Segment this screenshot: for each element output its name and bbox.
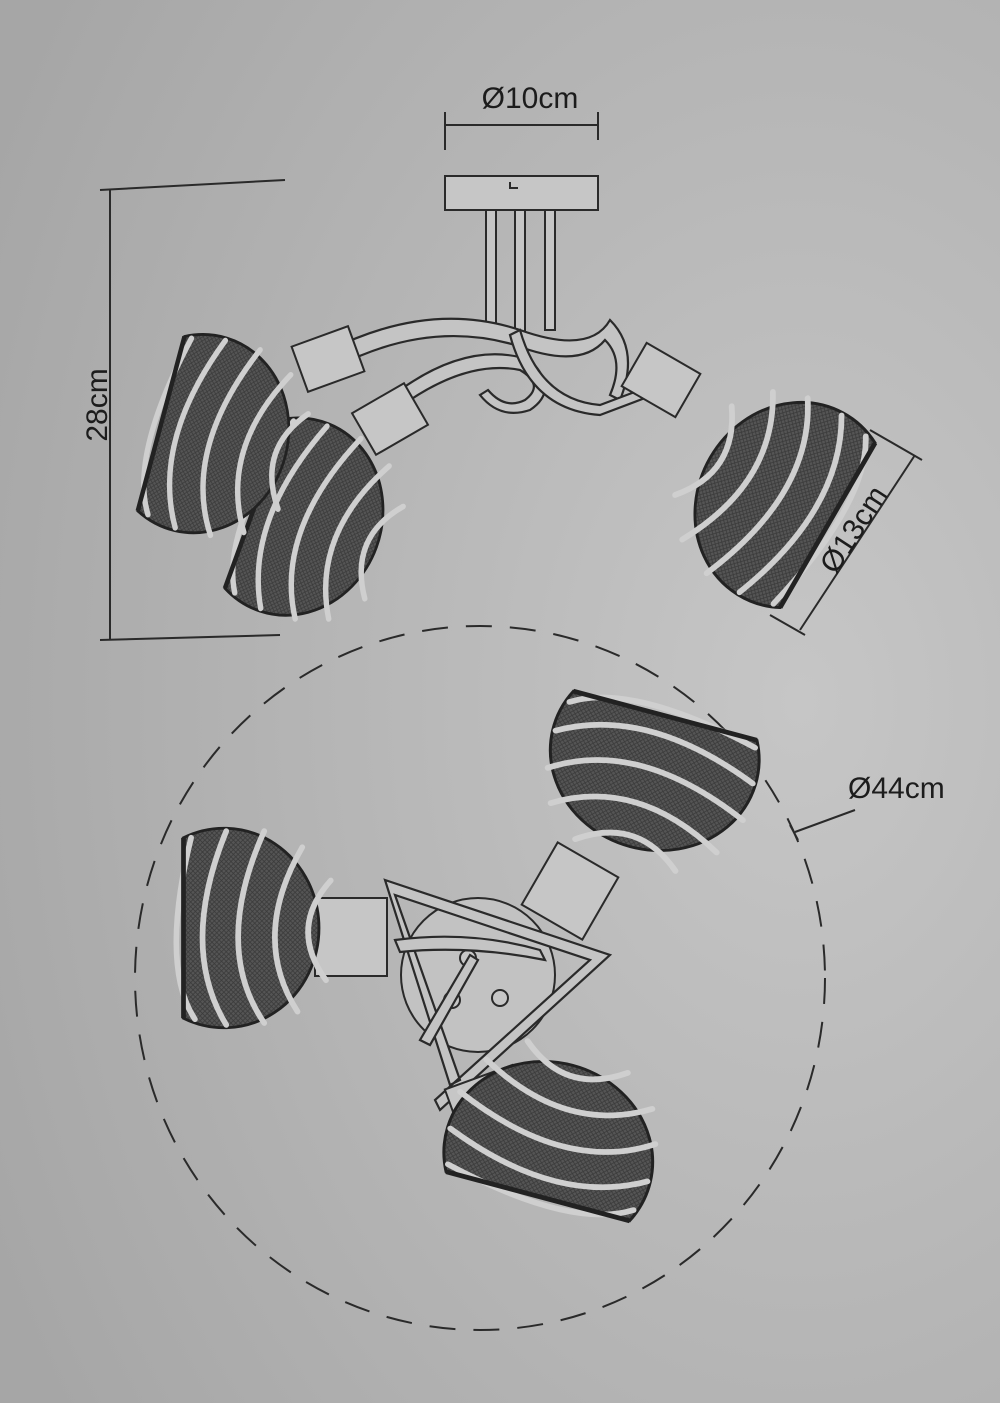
canopy-diameter-label: Ø10cm (482, 82, 579, 115)
height-label: 28cm (81, 368, 114, 441)
arm (393, 935, 547, 962)
overall-diameter-label: Ø44cm (848, 772, 945, 805)
height-dimension: 28cm (81, 179, 286, 641)
top-view-lamp (176, 682, 768, 1231)
arm-frame (383, 878, 613, 1112)
socket (290, 324, 366, 394)
overall-diameter-circle (134, 625, 826, 1331)
overall-diameter-dimension: Ø44cm (789, 772, 945, 841)
side-view-lamp (129, 175, 887, 645)
arm (418, 953, 480, 1047)
canopy-diameter-dimension: Ø10cm (444, 82, 599, 150)
socket (620, 341, 702, 419)
stem-rods (485, 209, 556, 341)
canopy (444, 175, 599, 211)
socket (314, 897, 388, 977)
socket (350, 381, 430, 457)
socket (520, 840, 620, 942)
